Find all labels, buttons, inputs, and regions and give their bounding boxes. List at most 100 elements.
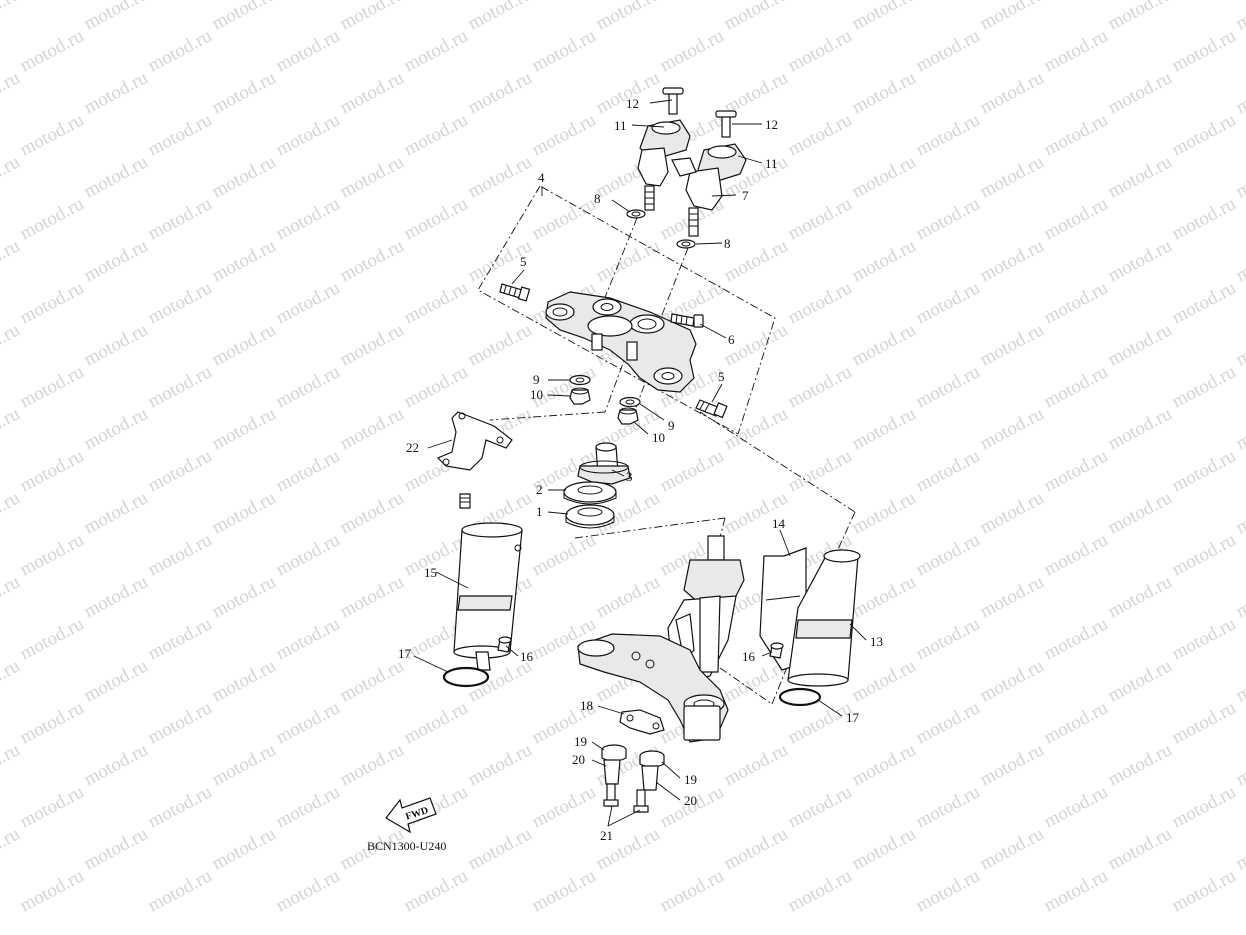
watermark-text: motod.ru — [208, 67, 279, 118]
washer-9-right — [619, 396, 641, 408]
watermark-text: motod.ru — [1104, 151, 1175, 202]
bolt-6 — [670, 313, 704, 328]
watermark-text: motod.ru — [912, 109, 983, 160]
watermark-text: motod.ru — [272, 865, 343, 916]
callout-15: 15 — [424, 565, 437, 580]
watermark-text: motod.ru — [16, 529, 87, 580]
watermark-text: motod.ru — [848, 0, 919, 34]
watermark-text: motod.ru — [1168, 865, 1239, 916]
leader-lines — [413, 99, 867, 827]
watermark-text: motod.ru — [336, 151, 407, 202]
callout-17-right: 17 — [846, 710, 860, 725]
watermark-text: motod.ru — [1104, 739, 1175, 790]
watermark-text: motod.ru — [272, 25, 343, 76]
watermark-text: motod.ru — [0, 403, 24, 454]
watermark-text: motod.ru — [848, 823, 919, 874]
watermark-text: motod.ru — [976, 823, 1047, 874]
watermark-text: motod.ru — [144, 697, 215, 748]
washer-9-left — [569, 374, 591, 386]
watermark-text: motod.ru — [80, 487, 151, 538]
watermark-text: motod.ru — [208, 403, 279, 454]
watermark-text: motod.ru — [272, 361, 343, 412]
watermark-text: motod.ru — [144, 193, 215, 244]
watermark-text: motod.ru — [0, 739, 24, 790]
watermark-text: motod.ru — [0, 655, 24, 706]
watermark-text: motod.ru — [0, 823, 24, 874]
washer-8-right — [676, 239, 696, 249]
watermark-text: motod.ru — [0, 319, 24, 370]
watermark-text: motod.ru — [1104, 67, 1175, 118]
bearing-1 — [565, 504, 615, 529]
callout-1: 1 — [536, 504, 543, 519]
watermark-text: motod.ru — [784, 781, 855, 832]
watermark-text: motod.ru — [1040, 529, 1111, 580]
watermark-text: motod.ru — [336, 655, 407, 706]
collar-19-left — [601, 744, 627, 762]
fork-cover-13 — [787, 549, 861, 687]
watermark-text: motod.ru — [1104, 235, 1175, 286]
watermark-text: motod.ru — [1040, 613, 1111, 664]
watermark-text: motod.ru — [80, 0, 151, 34]
callout-2: 2 — [536, 482, 543, 497]
watermark-text: motod.ru — [16, 865, 87, 916]
watermark-text: motod.ru — [0, 67, 24, 118]
watermark-text: motod.ru — [16, 445, 87, 496]
bolt-16-right — [769, 642, 784, 659]
watermark-text: motod.ru — [1040, 781, 1111, 832]
watermark-text: motod.ru — [208, 151, 279, 202]
watermark-text: motod.ru — [528, 529, 599, 580]
watermark-text: motod.ru — [272, 109, 343, 160]
watermark-text: motod.ru — [976, 151, 1047, 202]
watermark-text: motod.ru — [976, 67, 1047, 118]
watermark-text: motod.ru — [848, 151, 919, 202]
watermark-text: motod.ru — [784, 361, 855, 412]
watermark-text: motod.ru — [784, 193, 855, 244]
watermark-text: motod.ru — [144, 613, 215, 664]
watermark-text: motod.ru — [16, 361, 87, 412]
washer-8-left — [626, 209, 646, 219]
watermark-text: motod.ru — [592, 571, 663, 622]
watermark-text: motod.ru — [1104, 487, 1175, 538]
callout-13: 13 — [870, 634, 883, 649]
watermark-text: motod.ru — [1104, 319, 1175, 370]
grommet-20-right — [641, 765, 659, 791]
watermark-text: motod.ru — [1168, 361, 1239, 412]
watermark-text: motod.ru — [1104, 0, 1175, 34]
watermark-text: motod.ru — [272, 277, 343, 328]
watermark-text: motod.ru — [464, 67, 535, 118]
watermark-text: motod.ru — [656, 445, 727, 496]
watermark-text: motod.ru — [1232, 319, 1246, 370]
callout-5-upper: 5 — [520, 254, 527, 269]
watermark-text: motod.ru — [784, 109, 855, 160]
watermark-text: motod.ru — [848, 739, 919, 790]
under-bracket — [577, 535, 745, 743]
watermark-text: motod.ru — [784, 25, 855, 76]
callout-20-left: 20 — [572, 752, 585, 767]
watermark-text: motod.ru — [464, 823, 535, 874]
callout-9-left: 9 — [533, 372, 540, 387]
callout-20-right: 20 — [684, 793, 697, 808]
watermark-text: motod.ru — [208, 319, 279, 370]
watermark-text: motod.ru — [16, 25, 87, 76]
watermark-text: motod.ru — [400, 865, 471, 916]
bolt-16-left — [497, 636, 512, 653]
watermark-text: motod.ru — [592, 235, 663, 286]
watermark-text: motod.ru — [848, 235, 919, 286]
watermark-text: motod.ru — [16, 109, 87, 160]
watermark-text: motod.ru — [784, 445, 855, 496]
watermark-text: motod.ru — [1168, 445, 1239, 496]
watermark-text: motod.ru — [1040, 865, 1111, 916]
watermark-text: motod.ru — [592, 0, 663, 34]
watermark-text: motod.ru — [912, 277, 983, 328]
watermark-text: motod.ru — [1232, 655, 1246, 706]
diagram-code: BCN1300-U240 — [367, 839, 446, 853]
watermark-text: motod.ru — [848, 67, 919, 118]
watermark-text: motod.ru — [400, 193, 471, 244]
watermark-text: motod.ru — [720, 235, 791, 286]
watermark-text: motod.ru — [848, 319, 919, 370]
watermark-text: motod.ru — [976, 0, 1047, 34]
watermark-text: motod.ru — [528, 25, 599, 76]
watermark-text: motod.ru — [144, 445, 215, 496]
watermark-text: motod.ru — [272, 781, 343, 832]
